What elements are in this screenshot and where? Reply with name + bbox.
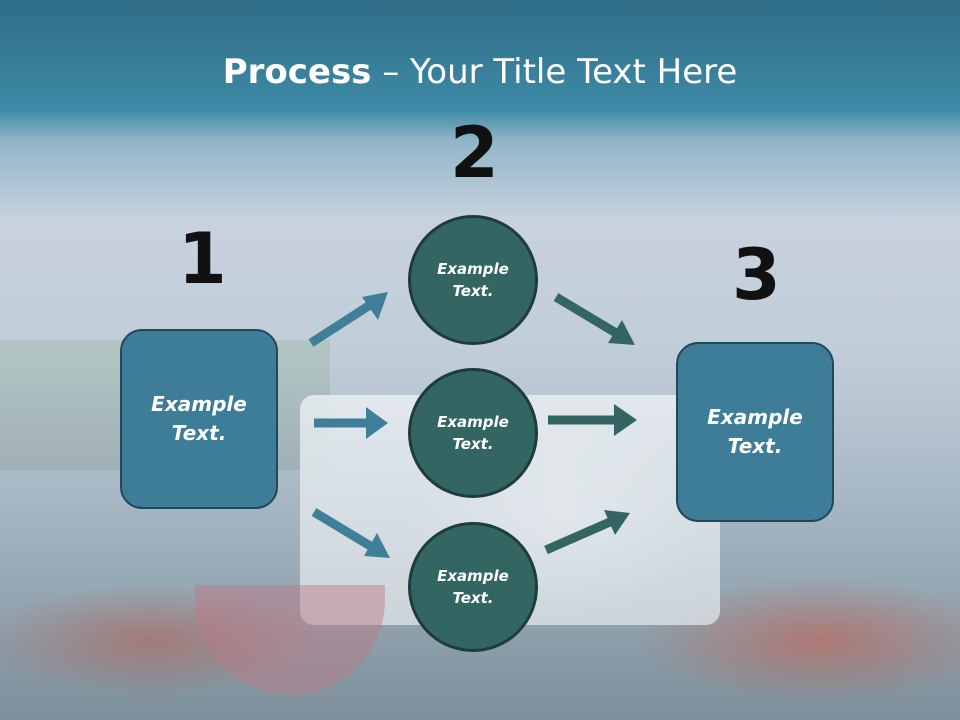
- arrow-top-to-right: [553, 293, 635, 345]
- slide-title: Process – Your Title Text Here: [0, 52, 960, 92]
- arrow-left-to-middle: [314, 407, 388, 439]
- step-2-circle-top: Example Text.: [408, 215, 538, 345]
- step-3-text: Example Text.: [707, 405, 803, 458]
- step-2-circle-middle: Example Text.: [408, 368, 538, 498]
- arrow-left-to-bottom: [311, 508, 390, 558]
- step-number-3: 3: [732, 234, 781, 316]
- title-bold: Process: [222, 52, 372, 92]
- arrow-left-to-top: [308, 292, 388, 347]
- step-number-2: 2: [450, 112, 499, 194]
- circle-bottom-text: Example Text.: [437, 566, 509, 608]
- step-1-text: Example Text.: [151, 392, 247, 445]
- title-rest: – Your Title Text Here: [371, 52, 738, 92]
- arrow-middle-to-right: [548, 404, 637, 436]
- step-number-1: 1: [178, 218, 227, 300]
- step-1-box: Example Text.: [120, 329, 278, 509]
- step-2-circle-bottom: Example Text.: [408, 522, 538, 652]
- step-3-box: Example Text.: [676, 342, 834, 522]
- arrow-bottom-to-right: [544, 510, 630, 555]
- circle-middle-text: Example Text.: [437, 412, 509, 454]
- circle-top-text: Example Text.: [437, 259, 509, 301]
